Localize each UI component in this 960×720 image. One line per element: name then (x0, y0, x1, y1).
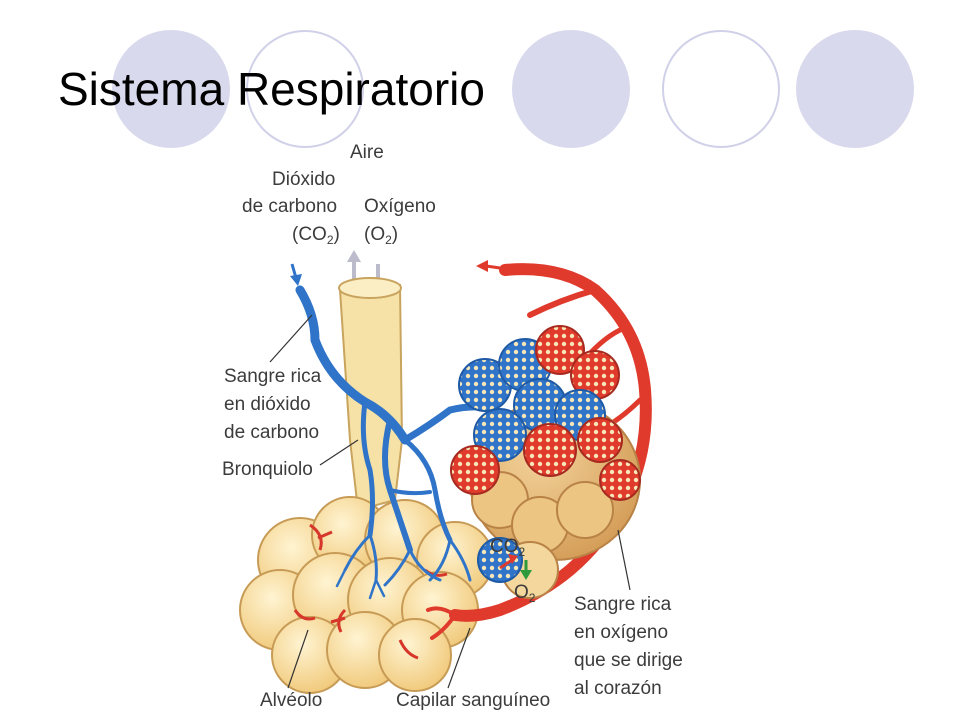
label-aire: Aire (350, 142, 384, 163)
label-sangre-co2-1: Sangre rica (224, 366, 322, 387)
decorative-circle-4 (662, 30, 780, 148)
label-alveolo: Alvéolo (260, 690, 322, 711)
label-co2-inset: CO2 (490, 536, 526, 559)
label-capilar: Capilar sanguíneo (396, 690, 550, 711)
label-dioxido-1: Dióxido (272, 169, 335, 190)
leader-line (617, 529, 631, 591)
respiratory-diagram: Aire Dióxido de carbono (CO2) Oxígeno (O… (222, 142, 683, 711)
label-sangre-o2-4: al corazón (574, 678, 662, 699)
label-oxigeno: Oxígeno (364, 196, 436, 217)
leader-line (319, 439, 359, 466)
alveolar-sac (450, 325, 641, 599)
decorative-circle-2 (246, 30, 364, 148)
label-sangre-o2-1: Sangre rica (574, 594, 672, 615)
arrow-icon (499, 554, 518, 570)
alveoli-cluster (239, 496, 494, 694)
label-dioxido-2: de carbono (242, 196, 337, 217)
label-dioxido-formula: (CO2) (292, 224, 340, 247)
label-oxigeno-formula: (O2) (364, 224, 398, 247)
leader-line (287, 629, 309, 689)
label-sangre-co2-3: de carbono (224, 422, 319, 443)
leader-line (269, 314, 313, 363)
vein-network (295, 285, 494, 600)
label-o2-inset: O2 (514, 582, 536, 605)
arrow-icon (290, 263, 302, 286)
label-sangre-o2-3: que se dirige (574, 650, 683, 671)
label-sangre-o2-2: en oxígeno (574, 622, 668, 643)
decorative-circle-5 (796, 30, 914, 148)
decorative-circle-1 (112, 30, 230, 148)
label-sangre-co2-2: en dióxido (224, 394, 311, 415)
leader-line (447, 627, 471, 689)
decorative-circle-3 (512, 30, 630, 148)
arrow-icon (476, 260, 501, 272)
slide-title: Sistema Respiratorio (58, 63, 485, 115)
label-bronquiolo: Bronquiolo (222, 459, 313, 480)
arrow-icon (520, 560, 532, 580)
